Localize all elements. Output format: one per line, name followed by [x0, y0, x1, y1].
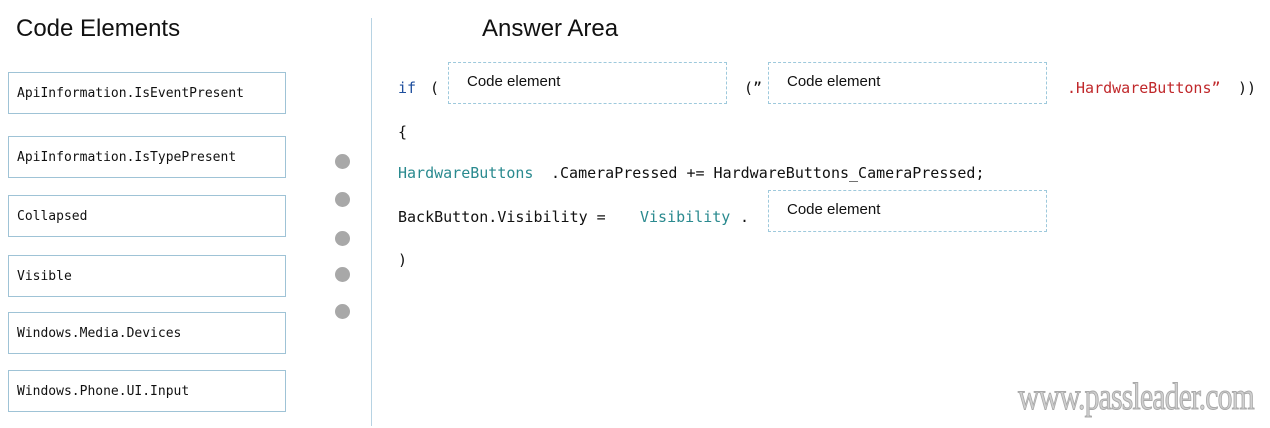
code-dot: .: [740, 208, 750, 226]
drop-target-namespace[interactable]: Code element: [768, 62, 1047, 104]
code-close-paren: ): [398, 251, 408, 269]
code-elements-heading: Code Elements: [16, 15, 181, 42]
code-element-windows-media-devices[interactable]: Windows.Media.Devices: [8, 312, 286, 354]
answer-area-heading: Answer Area: [482, 15, 619, 42]
code-element-api-is-event-present[interactable]: ApiInformation.IsEventPresent: [8, 72, 286, 114]
panel-divider: [371, 18, 372, 426]
scroll-dot-1[interactable]: [335, 154, 350, 169]
code-camera-pressed-handler: .CameraPressed += HardwareButtons_Camera…: [551, 164, 985, 182]
code-backbutton-visibility: BackButton.Visibility =: [398, 208, 615, 226]
code-open-paren: (: [430, 79, 440, 97]
code-type-hardwarebuttons: HardwareButtons: [398, 164, 534, 182]
code-open-paren-quote: (”: [744, 79, 763, 97]
code-open-brace: {: [398, 123, 408, 141]
scroll-dot-3[interactable]: [335, 231, 350, 246]
code-keyword-if: if: [398, 79, 417, 97]
code-close-parens: )): [1238, 79, 1257, 97]
drop-target-api-method[interactable]: Code element: [448, 62, 727, 104]
scroll-dot-5[interactable]: [335, 304, 350, 319]
code-element-api-is-type-present[interactable]: ApiInformation.IsTypePresent: [8, 136, 286, 178]
scroll-dot-4[interactable]: [335, 267, 350, 282]
code-element-visible[interactable]: Visible: [8, 255, 286, 297]
drop-target-visibility-value[interactable]: Code element: [768, 190, 1047, 232]
scroll-dot-2[interactable]: [335, 192, 350, 207]
code-element-collapsed[interactable]: Collapsed: [8, 195, 286, 237]
watermark: www.passleader.com: [1018, 376, 1255, 419]
code-type-visibility: Visibility: [640, 208, 731, 226]
code-element-windows-phone-ui-input[interactable]: Windows.Phone.UI.Input: [8, 370, 286, 412]
code-string-hardwarebuttons: .HardwareButtons”: [1067, 79, 1221, 97]
